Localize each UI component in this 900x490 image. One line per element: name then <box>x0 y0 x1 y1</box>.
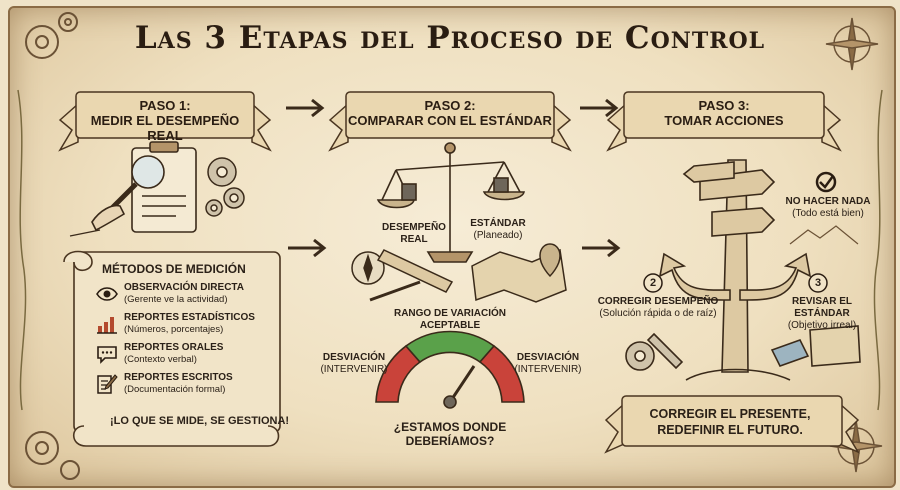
method-description: (Gerente ve la actividad) <box>124 294 228 305</box>
landscape-sketch <box>789 225 859 245</box>
actual-performance-line1: DESEMPEÑO <box>382 222 446 233</box>
bar-chart-icon <box>97 317 117 334</box>
step2-number: PASO 2: <box>424 98 476 113</box>
step3-heading: PASO 3: TOMAR ACCIONES <box>624 98 824 128</box>
vine-decoration <box>17 89 883 411</box>
scroll-parchment <box>63 250 281 447</box>
pen-document-icon <box>97 374 118 394</box>
deviation-right-label: DESVIACIÓN (INTERVENIR) <box>510 352 586 376</box>
step3-title: TOMAR ACCIONES <box>664 113 784 128</box>
closing-line1: CORREGIR EL PRESENTE, <box>649 407 811 421</box>
deviation-right-subtitle: (INTERVENIR) <box>514 364 582 375</box>
actual-performance-label: DESEMPEÑO REAL <box>374 222 454 246</box>
wrench-gear-icon <box>625 332 684 371</box>
deviation-left-subtitle: (INTERVENIR) <box>320 364 388 375</box>
badge-circle <box>643 273 828 293</box>
checkmark-icon <box>815 171 837 193</box>
method-item: REPORTES ESTADÍSTICOS (Números, porcenta… <box>96 312 266 348</box>
ribbon-banner <box>58 91 272 152</box>
gear-icon <box>205 157 245 217</box>
gear-icon <box>25 12 78 59</box>
eraser-blueprint-icon <box>770 325 861 367</box>
step3-number: PASO 3: <box>698 98 750 113</box>
option-do-nothing-subtitle: (Todo está bien) <box>792 208 864 219</box>
step1-number: PASO 1: <box>139 98 191 113</box>
method-item: REPORTES ORALES (Contexto verbal) <box>96 342 266 378</box>
speech-bubble-icon <box>97 346 117 364</box>
step1-heading: PASO 1: MEDIR EL DESEMPEÑO REAL <box>76 98 254 143</box>
option-do-nothing: NO HACER NADA (Todo está bien) <box>778 196 878 220</box>
method-name: REPORTES ESTADÍSTICOS <box>124 312 255 323</box>
option-revise-number: 3 <box>814 277 822 289</box>
map-pin-illustration <box>471 243 567 303</box>
method-description: (Contexto verbal) <box>124 354 197 365</box>
actual-performance-line2: REAL <box>400 234 428 245</box>
option-revise-subtitle: (Objetivo irreal) <box>787 320 857 331</box>
balance-scale-illustration <box>376 142 525 263</box>
step2-title: COMPARAR CON EL ESTÁNDAR <box>348 113 552 128</box>
methods-title: MÉTODOS DE MEDICIÓN <box>102 262 246 276</box>
method-item: REPORTES ESCRITOS (Documentación formal) <box>96 372 266 408</box>
method-name: REPORTES ESCRITOS <box>124 372 233 383</box>
slogan: ¡LO QUE SE MIDE, SE GESTIONA! <box>110 415 290 427</box>
guiding-question: ¿ESTAMOS DONDE DEBERÍAMOS? <box>393 420 507 448</box>
closing-line2: REDEFINIR EL FUTURO. <box>657 423 803 437</box>
compass-rose-icon <box>825 17 879 71</box>
option-revise-title: REVISAR EL ESTÁNDAR <box>791 296 852 319</box>
option-do-nothing-title: NO HACER NADA <box>785 196 871 207</box>
option-correct-title: CORREGIR DESEMPEÑO <box>597 296 719 307</box>
acceptable-range-label: RANGO DE VARIACIÓN ACEPTABLE <box>382 308 518 332</box>
page-title: Las 3 Etapas del Proceso de Control <box>134 20 766 56</box>
option-correct-performance: CORREGIR DESEMPEÑO (Solución rápida o de… <box>588 296 728 320</box>
method-name: REPORTES ORALES <box>124 342 224 353</box>
step1-title: MEDIR EL DESEMPEÑO REAL <box>90 113 240 143</box>
standard-subtitle: (Planeado) <box>473 230 523 241</box>
step2-heading: PASO 2: COMPARAR CON EL ESTÁNDAR <box>346 98 554 128</box>
closing-banner: CORREGIR EL PRESENTE, REDEFINIR EL FUTUR… <box>622 406 838 438</box>
ribbon-banner <box>604 395 860 454</box>
clipboard-magnifier-illustration <box>69 141 197 237</box>
method-description: (Números, porcentajes) <box>124 324 224 335</box>
method-description: (Documentación formal) <box>124 384 226 395</box>
gear-icon <box>25 431 80 480</box>
compass-ruler-illustration <box>351 249 454 302</box>
option-correct-number: 2 <box>649 277 657 289</box>
acceptable-range-line1: RANGO DE VARIACIÓN <box>393 308 507 319</box>
ribbon-banner <box>328 91 572 152</box>
deviation-left-label: DESVIACIÓN (INTERVENIR) <box>316 352 392 376</box>
option-revise-standard: REVISAR EL ESTÁNDAR (Objetivo irreal) <box>764 296 880 332</box>
signpost-fork-illustration <box>658 159 812 381</box>
method-name: OBSERVACIÓN DIRECTA <box>124 282 245 293</box>
standard-label: ESTÁNDAR (Planeado) <box>460 218 536 242</box>
variance-gauge <box>375 330 525 409</box>
method-item: OBSERVACIÓN DIRECTA (Gerente ve la activ… <box>96 282 266 318</box>
deviation-left-title: DESVIACIÓN <box>322 352 386 363</box>
ribbon-banner <box>606 91 842 152</box>
standard-title: ESTÁNDAR <box>470 218 526 229</box>
arrow-right-icon <box>286 98 621 258</box>
eye-icon <box>96 287 118 301</box>
acceptable-range-line2: ACEPTABLE <box>419 320 481 331</box>
option-correct-subtitle: (Solución rápida o de raíz) <box>599 308 717 319</box>
deviation-right-title: DESVIACIÓN <box>516 352 580 363</box>
